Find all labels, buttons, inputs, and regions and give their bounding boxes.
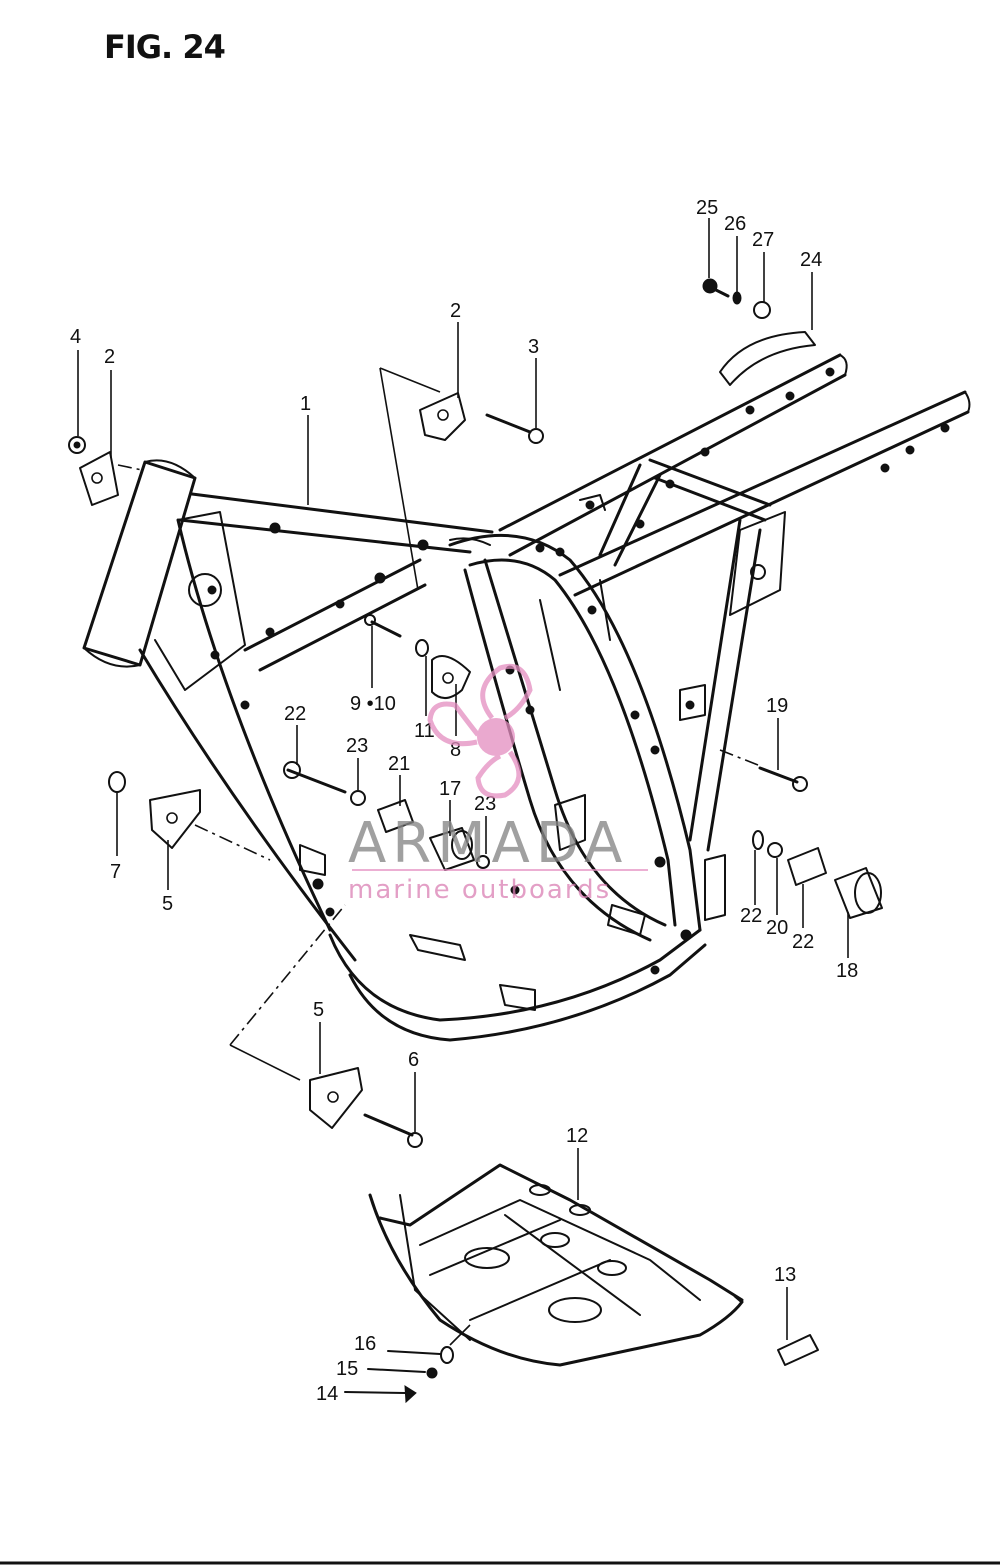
- callout-17: 17: [439, 778, 461, 800]
- watermark-brand: ARMADA: [348, 811, 628, 876]
- watermark-tagline: marine outboards: [348, 875, 611, 905]
- callout-20: 22: [740, 905, 762, 927]
- callout-15: 15: [336, 1358, 358, 1380]
- callout-24: 24: [800, 249, 822, 271]
- callout-19: 20: [766, 917, 788, 939]
- callout-22: 22: [792, 931, 814, 953]
- callout-labels: 4 2 1 2 3 25 26 27 24 9 •10 11 8 22 23 2…: [70, 197, 858, 1405]
- callout-23: 23: [474, 793, 496, 815]
- callout-23: 23: [346, 735, 368, 757]
- pad-part: [777, 1334, 819, 1366]
- callout-4: 4: [70, 326, 81, 348]
- figure-title: FIG. 24: [104, 28, 226, 66]
- callout-17: 18: [836, 960, 858, 982]
- callout-14: 14: [316, 1383, 338, 1405]
- callout-5: 5: [162, 893, 173, 915]
- small-parts: [68, 278, 883, 1148]
- callout-18: 19: [766, 695, 788, 717]
- frame-drawing: [82, 353, 971, 1042]
- callout-5: 5: [313, 999, 324, 1021]
- callout-26: 26: [724, 213, 746, 235]
- callout-21: 22: [284, 703, 306, 725]
- callout-9-10: 9 •10: [350, 693, 396, 715]
- callout-22: 21: [388, 753, 410, 775]
- callout-8: 8: [450, 739, 461, 761]
- watermark: ARMADA marine outboards: [348, 663, 648, 905]
- callout-6: 6: [408, 1049, 419, 1071]
- armada-logo-icon: [427, 663, 533, 799]
- skid-fasteners: [344, 1324, 471, 1404]
- callout-27: 27: [752, 229, 774, 251]
- callout-2: 2: [104, 346, 115, 368]
- callout-1: 1: [300, 393, 311, 415]
- callout-2: 2: [450, 300, 461, 322]
- skid-plate: [368, 1163, 744, 1367]
- callout-12: 12: [566, 1125, 588, 1147]
- callout-16: 16: [354, 1333, 376, 1355]
- callout-25: 25: [696, 197, 718, 219]
- callout-3: 3: [528, 336, 539, 358]
- callout-13: 13: [774, 1264, 796, 1286]
- callout-7: 7: [110, 861, 121, 883]
- leader-lines: [77, 218, 849, 1340]
